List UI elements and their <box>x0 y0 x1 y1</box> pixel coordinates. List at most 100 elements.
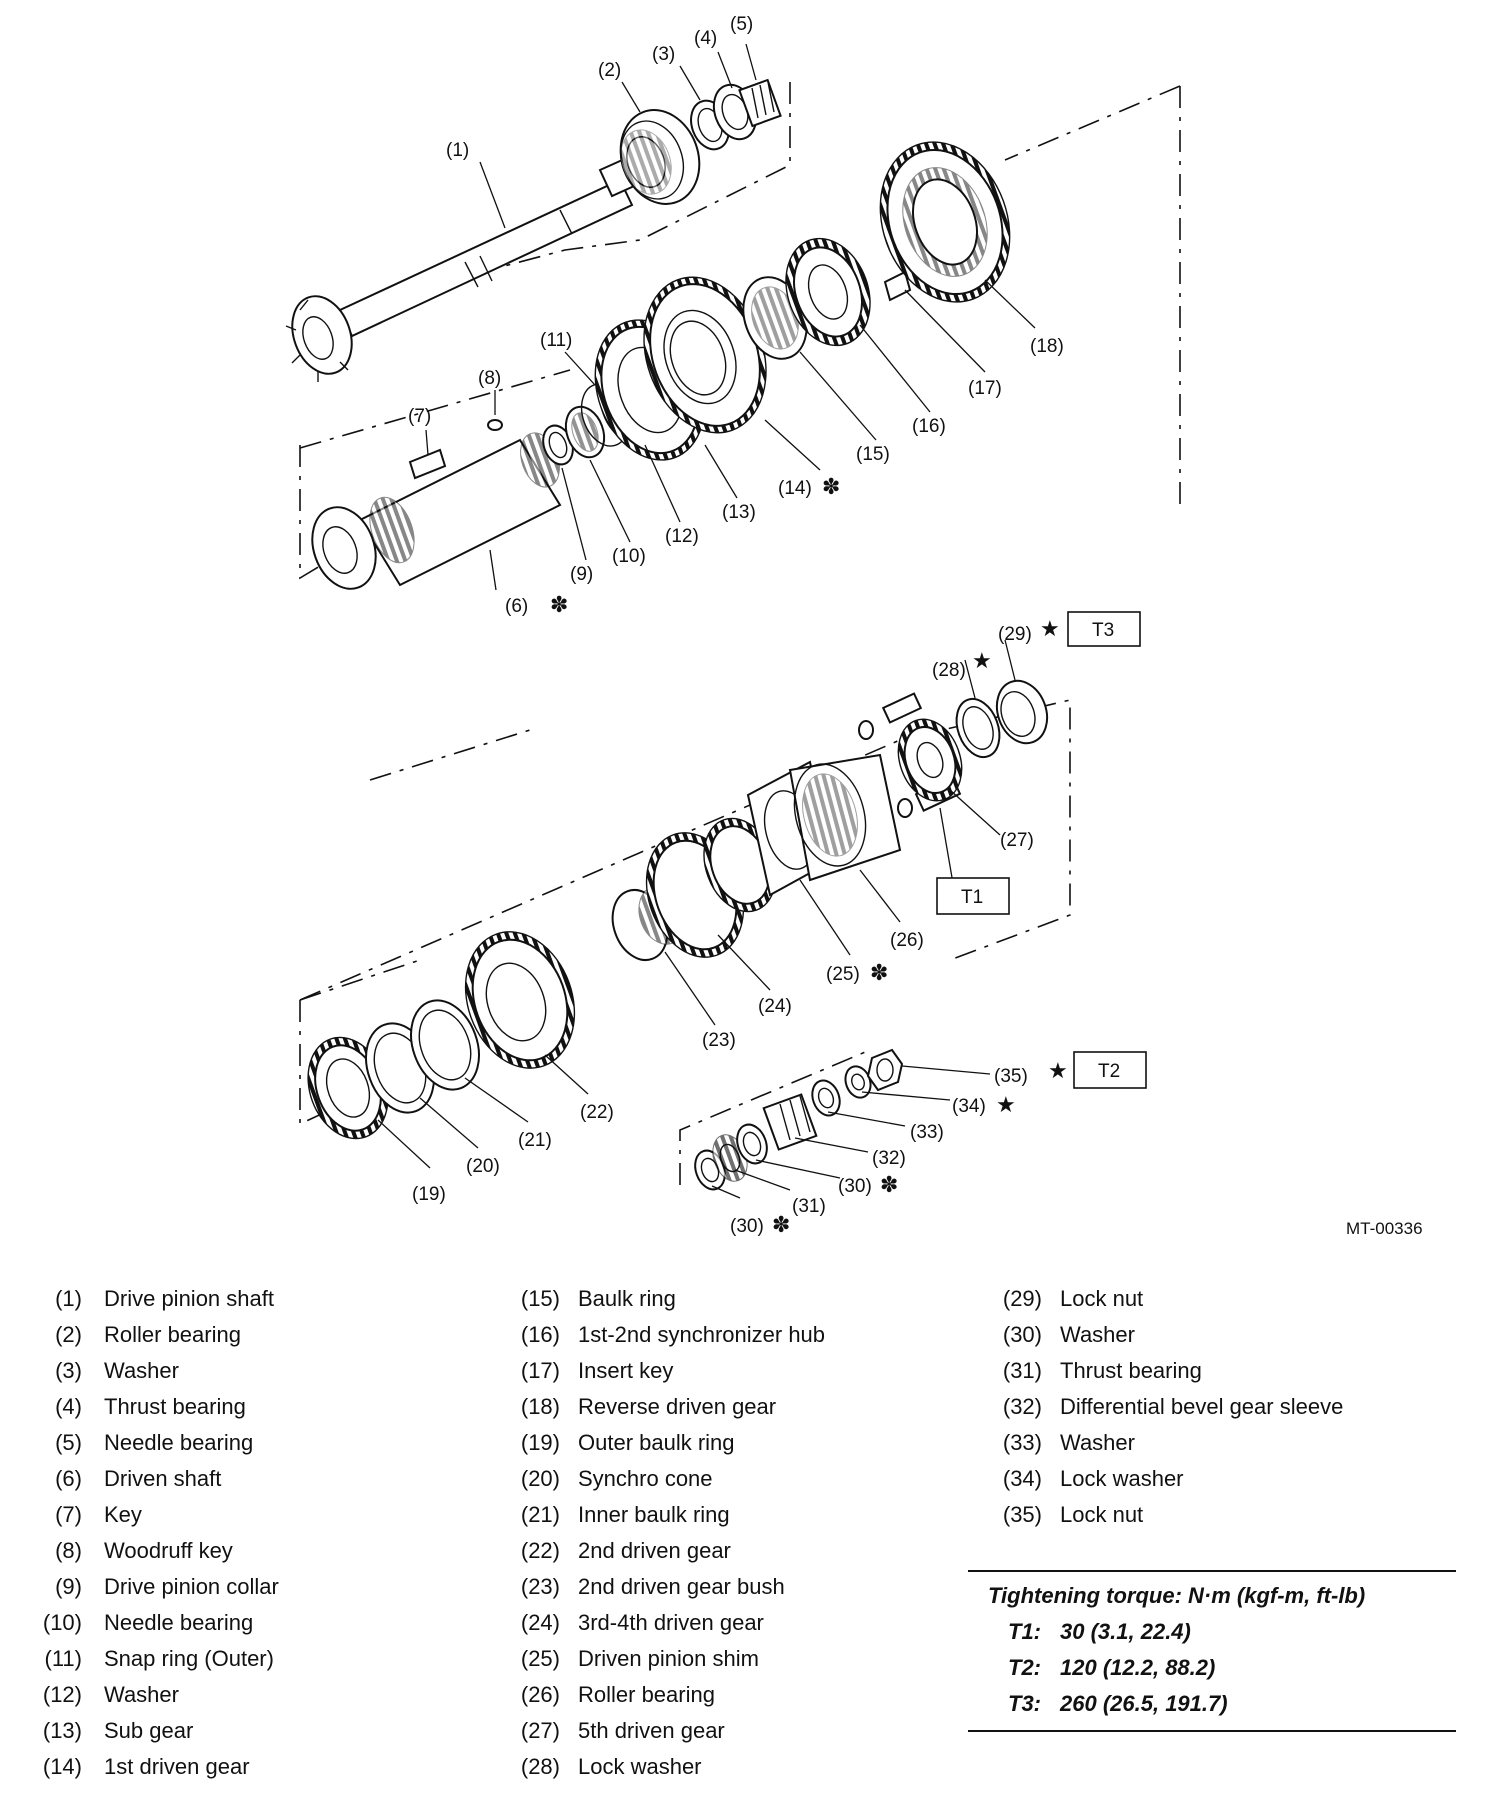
legend-item: (25)Driven pinion shim <box>490 1646 950 1682</box>
legend-number: (6) <box>55 1466 82 1491</box>
callout-24: (24) <box>758 996 792 1017</box>
callout-29: (29) <box>998 624 1032 645</box>
legend-number: (20) <box>520 1466 560 1491</box>
legend-number: (8) <box>55 1538 82 1563</box>
callout-21: (21) <box>518 1130 552 1151</box>
legend-number: (9) <box>55 1574 82 1599</box>
legend-number: (28) <box>520 1754 560 1779</box>
legend-item: (19)Outer baulk ring <box>490 1430 950 1466</box>
tightening-torque-table: Tightening torque: N·m (kgf-m, ft-lb) T1… <box>968 1570 1456 1732</box>
legend-number: (3) <box>55 1358 82 1383</box>
legend-label: Driven shaft <box>104 1466 222 1491</box>
callout-34: (34) <box>952 1096 986 1117</box>
callout-labels: (1) (2) (3) (4) (5) (6) (7) (8) (9) (10)… <box>408 14 1064 1237</box>
torque-tag-t3: T3 <box>1067 611 1141 647</box>
torque-key: T3: <box>1008 1691 1041 1716</box>
legend-label: Washer <box>1060 1322 1135 1347</box>
callout-32: (32) <box>872 1148 906 1169</box>
legend-label: Inner baulk ring <box>578 1502 730 1527</box>
legend-label: Reverse driven gear <box>578 1394 777 1419</box>
svg-text:T1: T1 <box>961 887 983 908</box>
callout-33: (33) <box>910 1122 944 1143</box>
legend-label: Thrust bearing <box>104 1394 246 1419</box>
legend-label: Lock washer <box>1060 1466 1184 1491</box>
legend-item: (23)2nd driven gear bush <box>490 1574 950 1610</box>
legend-label: Outer baulk ring <box>578 1430 735 1455</box>
legend-item: (14)1st driven gear <box>12 1754 472 1790</box>
legend-number: (15) <box>520 1286 560 1311</box>
callout-3: (3) <box>652 44 675 65</box>
callout-30a: (30) <box>730 1216 764 1237</box>
legend-item: (18) Reverse driven gear <box>490 1394 950 1430</box>
legend-number: (25) <box>520 1646 560 1671</box>
dashed-outline-lower <box>679 1049 871 1185</box>
differential-bevel-gear-sleeve-32 <box>762 1093 818 1151</box>
legend-column-1: (1)Drive pinion shaft(2)Roller bearing(3… <box>12 1286 472 1790</box>
inner-baulk-ring-21 <box>410 999 480 1091</box>
legend-number: (11) <box>44 1646 83 1671</box>
legend-label: Needle bearing <box>104 1610 254 1635</box>
asterisk-14: ✽ <box>822 474 840 499</box>
legend-number: (12) <box>42 1682 82 1707</box>
needle-bearing-5 <box>738 78 782 128</box>
star-28: ★ <box>972 648 992 673</box>
legend-label: Insert key <box>578 1358 674 1383</box>
legend-number: (5) <box>55 1430 82 1455</box>
second-driven-gear-22 <box>464 931 576 1069</box>
legend-item: (10) Needle bearing <box>12 1610 472 1646</box>
legend-label: Key <box>104 1502 142 1527</box>
callout-35: (35) <box>994 1066 1028 1087</box>
legend-label: Lock washer <box>578 1754 702 1779</box>
legend-label: 5th driven gear <box>578 1718 725 1743</box>
svg-text:T2: T2 <box>1098 1061 1120 1082</box>
callout-28: (28) <box>932 660 966 681</box>
callout-8: (8) <box>478 368 501 389</box>
insert-key-17 <box>883 270 912 302</box>
legend-label: Washer <box>104 1358 179 1383</box>
torque-tag-t2: T2 <box>1073 1051 1147 1089</box>
callout-14: (14) <box>778 478 812 499</box>
lock-washer-28 <box>955 697 1001 759</box>
legend-item: (16)1st-2nd synchronizer hub <box>490 1322 950 1358</box>
legend-label: 2nd driven gear <box>578 1538 731 1563</box>
legend-item: (6) Driven shaft <box>12 1466 472 1502</box>
exploded-view-diagram: (1) (2) (3) (4) (5) (6) (7) (8) (9) (10)… <box>285 14 1181 1237</box>
asterisk-25: ✽ <box>870 960 888 985</box>
legend-label: Washer <box>1060 1430 1135 1455</box>
legend-item: (3) Washer <box>12 1358 472 1394</box>
legend-item: (4)Thrust bearing <box>12 1394 472 1430</box>
legend-item: (5)Needle bearing <box>12 1430 472 1466</box>
torque-key: T1: <box>1008 1619 1041 1644</box>
callout-10: (10) <box>612 546 646 567</box>
legend-number: (10) <box>42 1610 82 1635</box>
torque-value: 260 (26.5, 191.7) <box>1060 1691 1228 1716</box>
torque-row-t3: T3: 260 (26.5, 191.7) <box>968 1686 1456 1722</box>
legend-label: Differential bevel gear sleeve <box>1060 1394 1344 1419</box>
legend-number: (18) <box>520 1394 560 1419</box>
legend-label: Woodruff key <box>104 1538 233 1563</box>
legend-label: Snap ring (Outer) <box>104 1646 274 1671</box>
callout-1: (1) <box>446 140 469 161</box>
legend-item: (1)Drive pinion shaft <box>12 1286 472 1322</box>
legend-item: (34)Lock washer <box>972 1466 1492 1502</box>
legend-label: Lock nut <box>1060 1502 1144 1527</box>
legend-item: (8) Woodruff key <box>12 1538 472 1574</box>
callout-22: (22) <box>580 1102 614 1123</box>
legend-number: (31) <box>1002 1358 1042 1383</box>
synchronizer-hub-16 <box>785 237 871 347</box>
torque-value: 120 (12.2, 88.2) <box>1060 1655 1216 1680</box>
torque-heading: Tightening torque: N·m (kgf-m, ft-lb) <box>988 1583 1366 1608</box>
legend-number: (32) <box>1002 1394 1042 1419</box>
woodruff-key-8 <box>487 419 503 431</box>
legend-number: (17) <box>520 1358 560 1383</box>
legend-item: (30)Washer <box>972 1322 1492 1358</box>
legend-number: (16) <box>520 1322 560 1347</box>
callout-31: (31) <box>792 1196 826 1217</box>
lock-nut-35 <box>866 1048 904 1092</box>
asterisk-6: ✽ <box>550 592 568 617</box>
legend-item: (22)2nd driven gear <box>490 1538 950 1574</box>
callout-6: (6) <box>505 596 528 617</box>
legend-number: (29) <box>1002 1286 1042 1311</box>
legend-number: (21) <box>520 1502 560 1527</box>
legend-column-2: (15)Baulk ring(16)1st-2nd synchronizer h… <box>490 1286 950 1790</box>
